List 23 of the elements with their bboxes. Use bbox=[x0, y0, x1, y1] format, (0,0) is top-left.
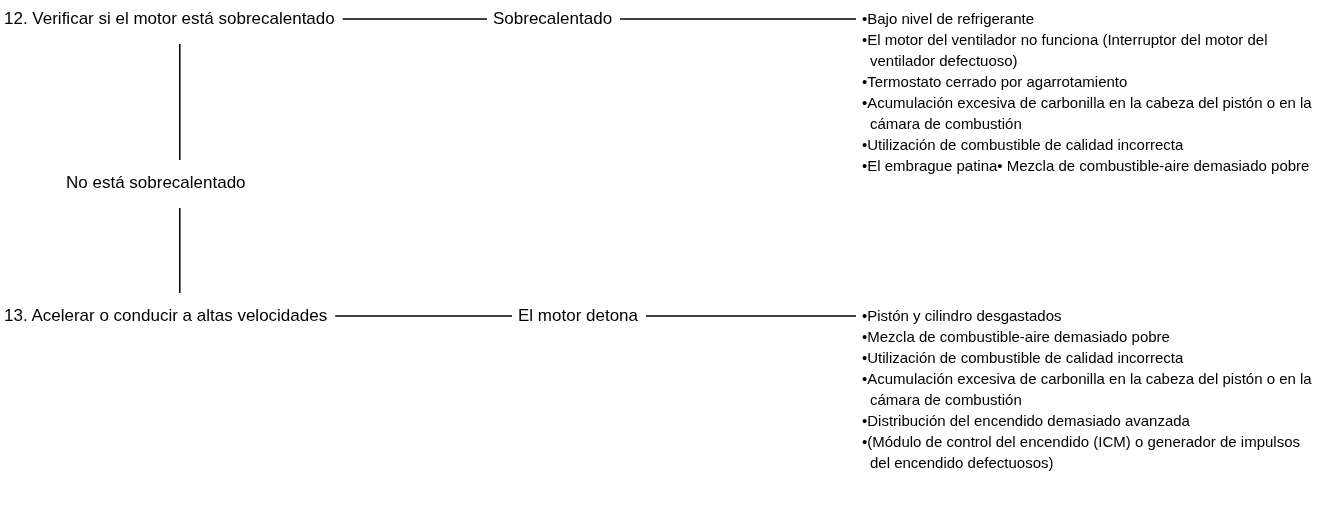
cause-item: •Distribución del encendido demasiado avanzada bbox=[862, 411, 1191, 431]
cause-item: •(Módulo de control del encendido (ICM) o generador de impulsos del encendido defectuosos) bbox=[862, 432, 1301, 473]
connector-line bbox=[619, 18, 857, 20]
cause-item: •Bajo nivel de refrigerante bbox=[862, 9, 1036, 29]
connector-line bbox=[179, 207, 181, 294]
result-label: El motor detona bbox=[518, 305, 638, 327]
cause-item: •Utilización de combustible de calidad incorrecta bbox=[862, 348, 1185, 368]
connector-line bbox=[342, 18, 488, 20]
cause-item: •Termostato cerrado por agarrotamiento bbox=[862, 72, 1129, 92]
connector-line bbox=[645, 315, 857, 317]
cause-item: •El motor del ventilador no funciona (Interruptor del motor del ventilador defectuoso) bbox=[862, 30, 1269, 71]
connector-line bbox=[334, 315, 513, 317]
cause-item: •El embrague patina• Mezcla de combustible-aire demasiado pobre bbox=[862, 156, 1311, 176]
result-label: No está sobrecalentado bbox=[66, 172, 246, 194]
cause-item: •Acumulación excesiva de carbonilla en la cabeza del pistón o en la cámara de combustión bbox=[862, 93, 1312, 134]
cause-item: •Pistón y cilindro desgastados bbox=[862, 306, 1063, 326]
step-label: 13. Acelerar o conducir a altas velocidades bbox=[4, 305, 328, 327]
cause-item: •Utilización de combustible de calidad incorrecta bbox=[862, 135, 1185, 155]
result-label: Sobrecalentado bbox=[493, 8, 613, 30]
step-label: 12. Verificar si el motor está sobrecalentado bbox=[4, 8, 335, 30]
connector-line bbox=[179, 43, 181, 161]
cause-item: •Mezcla de combustible-aire demasiado pobre bbox=[862, 327, 1171, 347]
cause-item: •Acumulación excesiva de carbonilla en la cabeza del pistón o en la cámara de combustión bbox=[862, 369, 1313, 410]
